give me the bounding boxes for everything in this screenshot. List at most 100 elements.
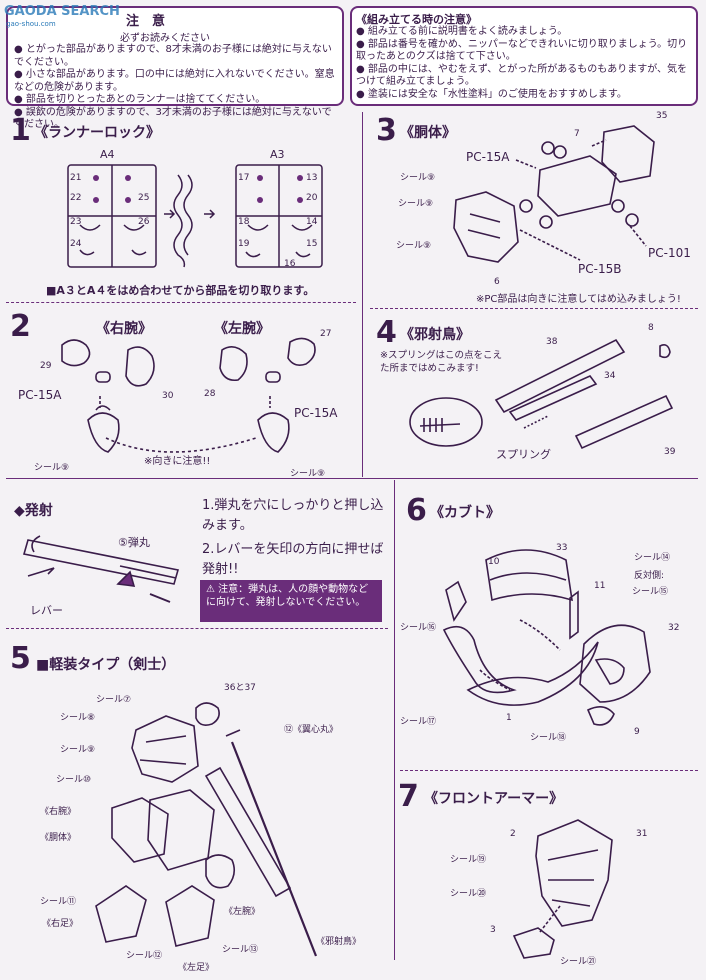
step-5-label-10: 《左足》 <box>178 963 215 973</box>
svg-text:7: 7 <box>574 129 580 139</box>
step-2-pc-left: PC-15A <box>18 388 62 402</box>
svg-text:31: 31 <box>636 829 647 839</box>
step-6-seal-c: シール⑱ <box>530 733 567 743</box>
svg-text:25: 25 <box>138 193 149 203</box>
step-4-number: 4 <box>376 315 397 350</box>
fire-warning: ⚠ 注意：弾丸は、人の顔や動物などに向けて、発射しないでください。 <box>200 580 382 622</box>
svg-text:23: 23 <box>70 217 81 227</box>
svg-text:2: 2 <box>510 829 516 839</box>
svg-text:6: 6 <box>494 277 500 287</box>
watermark-sub: gao-shou.com <box>6 20 56 28</box>
step-6-seal-b: シール⑰ <box>400 717 437 727</box>
step-3-seal-3: シール⑨ <box>396 241 432 251</box>
step-6-seal-opp-2: シール⑮ <box>632 587 669 597</box>
caution-list: ● とがった部品がありますので、8才未満のお子様には絶対に与えないでください。 … <box>14 44 340 132</box>
fire-lever-label: レバー <box>30 604 63 617</box>
step-6-seal-a: シール⑯ <box>400 623 437 633</box>
step-5-label-9: シール⑫ <box>126 951 163 961</box>
step-5-sword: ⑫《翼心丸》 <box>284 725 339 735</box>
step-6-diagram: 10 33 11 32 1 9 <box>442 543 679 737</box>
step-5-label-8: 《右足》 <box>42 919 79 929</box>
step-3-pc15a: PC-15A <box>466 150 510 164</box>
step-5-label-12: 《左腕》 <box>224 907 261 917</box>
row-divider-2 <box>6 478 698 479</box>
assembly-notes-list: ● 組み立てる前に説明書をよく読みましょう。 ● 部品は番号を確かめ、ニッパーな… <box>356 26 694 101</box>
svg-text:1: 1 <box>506 713 512 723</box>
fire-diagram <box>22 535 180 603</box>
svg-text:18: 18 <box>238 217 250 227</box>
svg-text:28: 28 <box>204 389 216 399</box>
step-2-left-arm-title: 《左腕》 <box>214 321 270 337</box>
step-2-number: 2 <box>10 309 31 344</box>
step-7-seal-2: シール⑳ <box>450 889 487 899</box>
step-1-number: 1 <box>10 113 31 148</box>
caution-item: ● 部品を切りとったあとのランナーは捨ててください。 <box>14 94 266 105</box>
svg-text:16: 16 <box>284 259 296 269</box>
step-2-seal-left: シール⑨ <box>34 463 70 473</box>
step-7-title: 《フロントアーマー》 <box>424 791 564 807</box>
step-5-label-1: シール⑦ <box>96 695 132 705</box>
step-2-right-arm-title: 《右腕》 <box>96 321 152 337</box>
step-5-label-6: 《胴体》 <box>40 833 77 843</box>
step-6-number: 6 <box>406 493 427 528</box>
step-6-seal-opp-note: 反対側: <box>634 571 665 581</box>
svg-text:20: 20 <box>306 193 318 203</box>
step-6-title: 《カブト》 <box>430 505 500 521</box>
svg-text:10: 10 <box>488 557 500 567</box>
svg-text:24: 24 <box>70 239 82 249</box>
step-5-part-label: 36と37 <box>224 683 256 693</box>
svg-text:8: 8 <box>648 323 654 333</box>
step-7-seal-1: シール⑲ <box>450 855 487 865</box>
step-2-note: ※向きに注意!! <box>144 456 211 467</box>
step-3-seal-2: シール⑨ <box>398 199 434 209</box>
svg-text:34: 34 <box>604 371 616 381</box>
row-divider-1-right <box>370 308 698 309</box>
svg-text:30: 30 <box>162 391 174 401</box>
svg-text:14: 14 <box>306 217 318 227</box>
svg-text:19: 19 <box>238 239 250 249</box>
step-2-diagram: 29 30 28 27 <box>40 329 331 453</box>
step-3-number: 3 <box>376 113 397 148</box>
row-divider-1-left <box>6 302 356 303</box>
assembly-note-item: ● 部品の中には、やむをえず、とがった所があるものもありますが、気をつけて組み立… <box>356 63 688 88</box>
svg-text:13: 13 <box>306 173 317 183</box>
fire-bullet-label: ⑤弾丸 <box>118 536 150 549</box>
step-3-pc101: PC-101 <box>648 246 691 260</box>
step-4-diagram: 8 38 34 39 <box>409 323 676 457</box>
step-5-label-7: シール⑪ <box>40 897 77 907</box>
caution-item: ● 小さな部品があります。口の中には絶対に入れないでください。窒息などの危険があ… <box>14 69 335 93</box>
step-3-title: 《胴体》 <box>400 125 456 141</box>
runner-a3-label: A3 <box>270 148 285 161</box>
svg-text:38: 38 <box>546 337 558 347</box>
svg-text:33: 33 <box>556 543 567 553</box>
svg-text:9: 9 <box>634 727 640 737</box>
step-5-label-11: シール⑬ <box>222 945 259 955</box>
step-1-title: 《ランナーロック》 <box>34 125 160 141</box>
step-4-spring-label: スプリング <box>496 448 551 461</box>
svg-text:22: 22 <box>70 193 81 203</box>
svg-text:35: 35 <box>656 111 667 121</box>
runner-a4-label: A4 <box>100 148 115 161</box>
step-6-seal-opp-1: シール⑭ <box>634 553 671 563</box>
caution-item: ● 誤飲の危険がありますので、3才未満のお子様には絶対に与えないでください。 <box>14 106 332 131</box>
step-2-pc-right: PC-15A <box>294 406 338 420</box>
step-3-note: ※PC部品は向きに注意してはめ込みましょう! <box>476 294 681 305</box>
svg-text:29: 29 <box>40 361 52 371</box>
caution-item: ● とがった部品がありますので、8才未満のお子様には絶対に与えないでください。 <box>14 44 332 68</box>
svg-text:11: 11 <box>594 581 605 591</box>
svg-text:27: 27 <box>320 329 331 339</box>
step-5-title: ■軽装タイプ（剣士） <box>36 657 176 673</box>
svg-text:21: 21 <box>70 173 81 183</box>
step-5-label-3: シール⑨ <box>60 745 96 755</box>
svg-text:17: 17 <box>238 173 249 183</box>
step-3-pc15b: PC-15B <box>578 262 622 276</box>
assembly-notes-box: 《組み立てる時の注意》 ● 組み立てる前に説明書をよく読みましょう。 ● 部品は… <box>350 6 698 106</box>
svg-text:32: 32 <box>668 623 679 633</box>
row-divider-3-right <box>400 770 698 771</box>
fire-title: ◆発射 <box>14 503 53 519</box>
svg-text:15: 15 <box>306 239 317 249</box>
step-3-seal-1: シール⑨ <box>400 173 436 183</box>
